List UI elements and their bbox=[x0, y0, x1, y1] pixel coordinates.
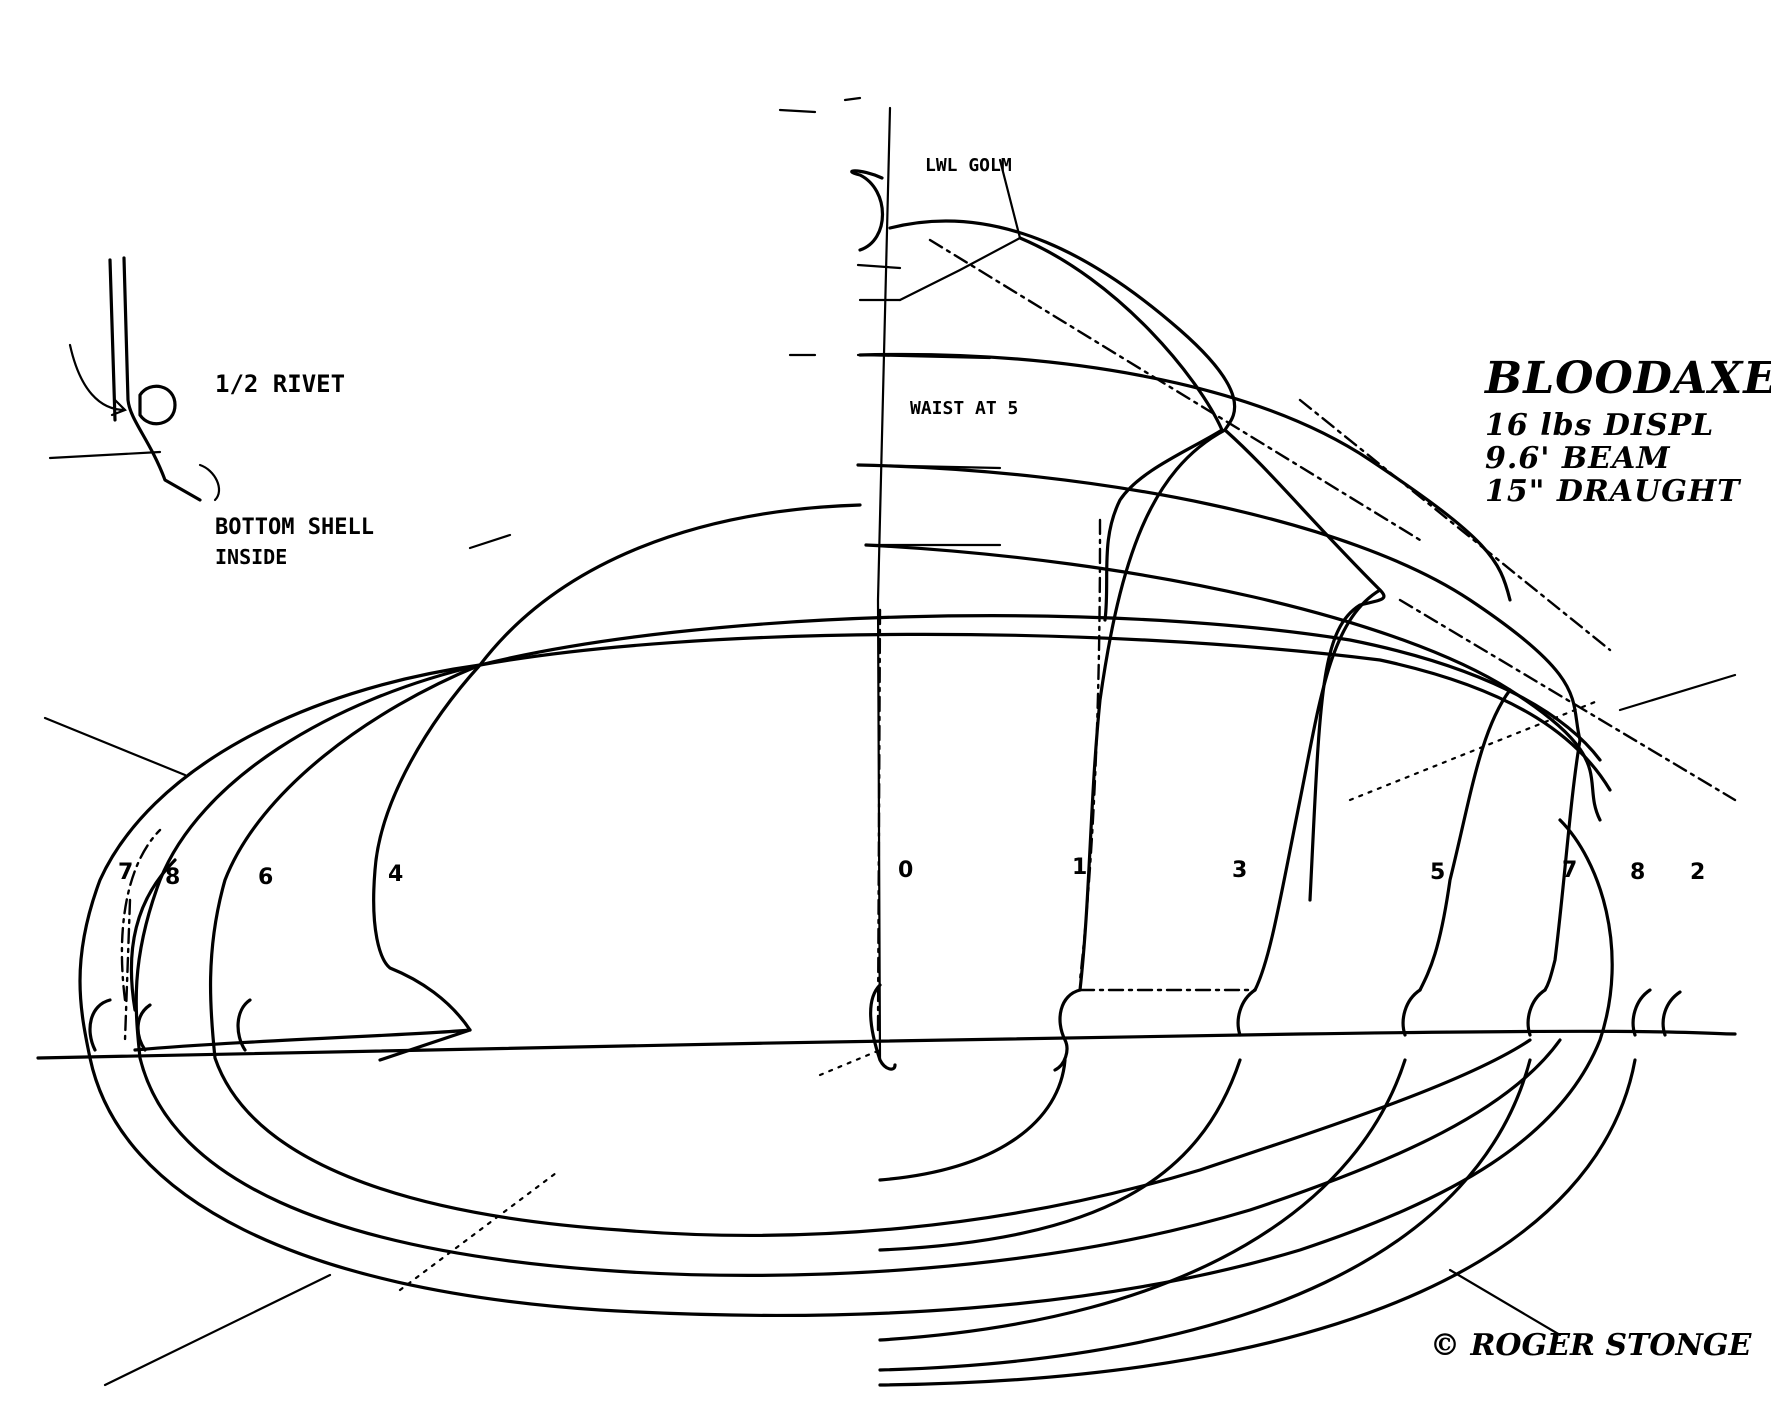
waterline-arc-4 bbox=[478, 614, 1602, 762]
bottom-shell-tick bbox=[468, 533, 512, 550]
stem-lines bbox=[898, 158, 1022, 302]
station-1-line bbox=[1078, 428, 1227, 992]
inside-label: INSIDE bbox=[215, 545, 288, 569]
waterline-arc-2 bbox=[856, 463, 1582, 742]
sheer-outer bbox=[888, 219, 1237, 432]
lower-sweep-2 bbox=[878, 1058, 1242, 1252]
station-label-7-aft: 7 bbox=[118, 860, 134, 885]
sheer-mid bbox=[1018, 236, 1224, 622]
ellipse-3 bbox=[208, 663, 1532, 1238]
dot-diagonal-1 bbox=[1348, 698, 1602, 802]
bottom-shell-label: BOTTOM SHELL bbox=[215, 515, 374, 540]
dot-diagonal-3 bbox=[818, 1048, 882, 1077]
dash-diagonal-2 bbox=[1298, 398, 1612, 652]
station-label-5: 5 bbox=[1430, 860, 1446, 885]
waterline-arc-3 bbox=[864, 543, 1602, 822]
centreline bbox=[876, 106, 892, 1062]
rivet-arrow-2 bbox=[198, 463, 221, 502]
rivet-detail-stem bbox=[108, 256, 202, 502]
sheer-inner bbox=[1223, 428, 1386, 902]
outer-ellipse bbox=[78, 663, 1614, 1317]
diagonal-left-upper bbox=[43, 716, 187, 777]
station-label-8-aft: 8 bbox=[165, 865, 181, 890]
cup-3 bbox=[1236, 988, 1257, 1037]
boat-name: BLOODAXE bbox=[1485, 353, 1771, 404]
station-label-3: 3 bbox=[1232, 858, 1248, 883]
beam-spec: 9.6' BEAM bbox=[1485, 441, 1671, 477]
waterline-arc-1 bbox=[858, 352, 1512, 602]
cup-8 bbox=[1631, 988, 1652, 1037]
waist-label: WAIST AT 5 bbox=[910, 398, 1019, 419]
title-block: BLOODAXE 16 lbs DISPL 9.6' BEAM 15" DRAU… bbox=[1485, 353, 1771, 510]
cup-7 bbox=[1526, 988, 1547, 1037]
body-section-4 bbox=[372, 503, 862, 1032]
station-7-line bbox=[1543, 738, 1582, 992]
station-ticks bbox=[856, 263, 1002, 547]
cup-5 bbox=[1401, 988, 1422, 1037]
dash-diagonal-3 bbox=[1398, 598, 1737, 802]
diagonal-left-lower bbox=[103, 1273, 332, 1387]
rivet-arrow bbox=[68, 343, 127, 417]
station-label-2: 2 bbox=[1690, 860, 1706, 885]
body-lower bbox=[133, 1028, 472, 1062]
cup-aft bbox=[88, 998, 252, 1052]
top-ticks bbox=[778, 96, 862, 357]
rivet-label: 1/2 RIVET bbox=[215, 370, 346, 398]
dot-diagonal-2 bbox=[398, 1168, 562, 1292]
station-label-1: 1 bbox=[1072, 855, 1088, 880]
rivet-detail-head bbox=[138, 384, 177, 426]
lwl-label: LWL GOLM bbox=[925, 155, 1012, 176]
draught-spec: 15" DRAUGHT bbox=[1485, 474, 1741, 510]
dash-station-aft bbox=[123, 898, 132, 1042]
diagonal-right-lower bbox=[1448, 1268, 1562, 1337]
station-3-line bbox=[1253, 588, 1382, 992]
lower-sweep-3 bbox=[878, 1058, 1407, 1342]
station-5-line bbox=[1418, 688, 1512, 992]
station-label-4: 4 bbox=[388, 862, 404, 887]
lower-sweep-5 bbox=[878, 1058, 1637, 1387]
station-label-7: 7 bbox=[1562, 858, 1578, 883]
copyright-signature: © ROGER STONGE bbox=[1430, 1328, 1752, 1363]
dash-station-2 bbox=[1078, 518, 1102, 982]
cup-9 bbox=[1661, 990, 1682, 1037]
station-8-curve bbox=[129, 858, 177, 1012]
lower-sweep-1 bbox=[878, 1058, 1067, 1182]
station-label-8: 8 bbox=[1630, 860, 1646, 885]
baseline bbox=[36, 1029, 1737, 1060]
cup-1 bbox=[1053, 988, 1082, 1072]
diagonal-right-upper bbox=[1618, 673, 1737, 712]
rivet-ground-line bbox=[48, 450, 162, 460]
station-label-6: 6 bbox=[258, 865, 274, 890]
ellipse-2 bbox=[134, 663, 1562, 1278]
waterline-arc-5 bbox=[478, 632, 1612, 792]
station-label-0: 0 bbox=[898, 858, 914, 883]
displacement-spec: 16 lbs DISPL bbox=[1485, 408, 1715, 444]
cup-0 bbox=[869, 983, 897, 1071]
lower-sweep-4 bbox=[878, 1058, 1532, 1372]
bow-knee bbox=[850, 169, 884, 252]
centreline-dashed bbox=[876, 608, 882, 1032]
dash-diagonal-1 bbox=[928, 238, 1422, 542]
